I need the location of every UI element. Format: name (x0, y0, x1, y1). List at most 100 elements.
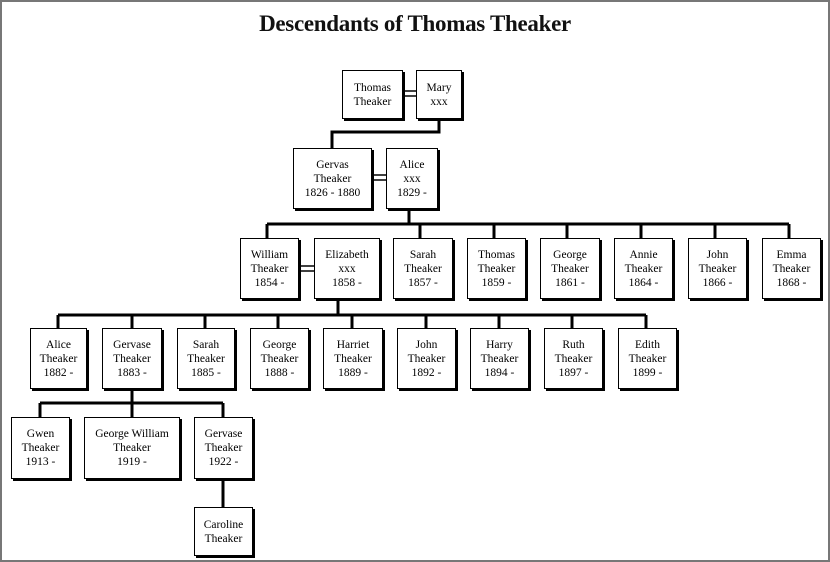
person-dates: 1859 - (481, 276, 512, 289)
person-box-edith-theaker[interactable]: Edith Theaker 1899 - (618, 328, 677, 389)
person-name: Alice (46, 338, 71, 351)
person-name: Harriet (336, 338, 370, 351)
person-box-gwen-theaker[interactable]: Gwen Theaker 1913 - (11, 417, 70, 479)
person-dates: 1858 - (332, 276, 362, 289)
person-box-elizabeth-xxx[interactable]: Elizabeth xxx 1858 - (314, 238, 380, 299)
person-surname: Theaker (477, 262, 516, 275)
person-name: Gervase (204, 428, 243, 440)
person-name: Gwen (26, 428, 55, 440)
person-dates: 1897 - (558, 366, 589, 379)
person-surname: Theaker (113, 352, 151, 365)
person-box-mary-xxx[interactable]: Mary xxx (416, 70, 462, 119)
person-name: Edith (635, 338, 660, 351)
person-box-sarah-theaker-1857[interactable]: Sarah Theaker 1857 - (393, 238, 453, 299)
person-box-thomas-theaker-1859[interactable]: Thomas Theaker 1859 - (467, 238, 526, 299)
person-surname: Theaker (772, 262, 811, 275)
person-dates: 1919 - (117, 456, 147, 468)
person-name: Sarah (192, 338, 220, 351)
person-surname: Theaker (204, 532, 243, 545)
person-box-john-theaker-1866[interactable]: John Theaker 1866 - (688, 238, 747, 299)
person-name: Harry (486, 338, 513, 351)
person-dates: 1857 - (408, 276, 438, 289)
person-dates: 1861 - (555, 276, 585, 289)
person-box-george-theaker-1888[interactable]: George Theaker 1888 - (250, 328, 309, 389)
person-dates: 1826 - 1880 (304, 186, 361, 199)
descent-line (330, 120, 441, 148)
person-box-harry-theaker[interactable]: Harry Theaker 1894 - (470, 328, 529, 389)
person-surname: xxx (430, 95, 448, 108)
person-dates: 1885 - (191, 366, 221, 379)
person-dates: 1889 - (338, 366, 368, 379)
person-box-emma-theaker[interactable]: Emma Theaker 1868 - (762, 238, 821, 299)
person-dates: 1899 - (632, 366, 663, 379)
chart-title: Descendants of Thomas Theaker (259, 11, 571, 36)
person-surname: Theaker (250, 262, 289, 275)
person-name: Annie (629, 248, 658, 261)
person-box-alice-xxx[interactable]: Alice xxx 1829 - (386, 148, 438, 209)
person-surname: Theaker (21, 442, 60, 454)
person-surname: Theaker (404, 262, 442, 275)
person-dates: 1922 - (208, 456, 239, 468)
person-surname: Theaker (554, 352, 593, 365)
person-dates: 1864 - (628, 276, 659, 289)
person-dates: 1882 - (43, 366, 74, 379)
person-dates: 1894 - (484, 366, 515, 379)
person-name: Thomas (353, 81, 392, 94)
marriage-connector (299, 90, 416, 272)
person-name: Alice (399, 158, 425, 171)
person-name: Sarah (409, 248, 437, 261)
person-name: Emma (776, 248, 807, 261)
person-surname: Theaker (260, 352, 299, 365)
person-box-harriet-theaker[interactable]: Harriet Theaker 1889 - (323, 328, 383, 389)
person-dates: 1868 - (776, 276, 807, 289)
person-surname: Theaker (204, 442, 243, 454)
person-name: Gervas (316, 158, 349, 171)
person-surname: Theaker (628, 352, 667, 365)
person-surname: Theaker (187, 352, 225, 365)
person-name: William (250, 248, 289, 261)
person-dates: 1883 - (117, 366, 147, 379)
person-surname: Theaker (334, 352, 372, 365)
person-box-caroline-theaker[interactable]: Caroline Theaker (194, 507, 253, 556)
person-name: Thomas (477, 248, 516, 261)
person-surname: Theaker (551, 262, 589, 275)
person-name: George William (95, 428, 169, 440)
person-name: Gervase (113, 338, 151, 351)
person-box-thomas-theaker[interactable]: Thomas Theaker (342, 70, 403, 119)
person-name: John (706, 248, 729, 261)
person-name: John (415, 338, 438, 351)
person-surname: xxx (403, 172, 421, 185)
person-dates: 1866 - (702, 276, 733, 289)
person-surname: Theaker (39, 352, 78, 365)
person-surname: Theaker (313, 172, 352, 185)
person-box-sarah-theaker-1885[interactable]: Sarah Theaker 1885 - (177, 328, 235, 389)
person-box-gervas-theaker[interactable]: Gervas Theaker 1826 - 1880 (293, 148, 372, 209)
person-name: Elizabeth (325, 248, 369, 261)
person-name: Mary (426, 81, 452, 94)
person-box-george-theaker-1861[interactable]: George Theaker 1861 - (540, 238, 600, 299)
person-box-john-theaker-1892[interactable]: John Theaker 1892 - (397, 328, 456, 389)
person-surname: Theaker (698, 262, 737, 275)
person-surname: Theaker (624, 262, 663, 275)
person-box-gervase-theaker-1883[interactable]: Gervase Theaker 1883 - (102, 328, 162, 389)
person-box-alice-theaker-1882[interactable]: Alice Theaker 1882 - (30, 328, 87, 389)
person-dates: 1892 - (411, 366, 442, 379)
person-box-ruth-theaker[interactable]: Ruth Theaker 1897 - (544, 328, 603, 389)
person-name: Caroline (203, 518, 244, 531)
person-name: George (262, 338, 297, 351)
person-box-william-theaker[interactable]: William Theaker 1854 - (240, 238, 299, 299)
person-surname: Theaker (353, 95, 392, 108)
person-surname: Theaker (113, 442, 151, 454)
person-name: George (553, 248, 587, 261)
person-surname: Theaker (480, 352, 519, 365)
person-surname: Theaker (407, 352, 446, 365)
person-dates: 1829 - (397, 186, 427, 199)
person-name: Ruth (562, 338, 585, 351)
person-dates: 1913 - (25, 456, 56, 468)
person-box-gervase-theaker-1922[interactable]: Gervase Theaker 1922 - (194, 417, 253, 479)
person-box-annie-theaker[interactable]: Annie Theaker 1864 - (614, 238, 673, 299)
person-surname: xxx (338, 262, 356, 275)
person-box-george-william-theaker[interactable]: George William Theaker 1919 - (84, 417, 180, 479)
